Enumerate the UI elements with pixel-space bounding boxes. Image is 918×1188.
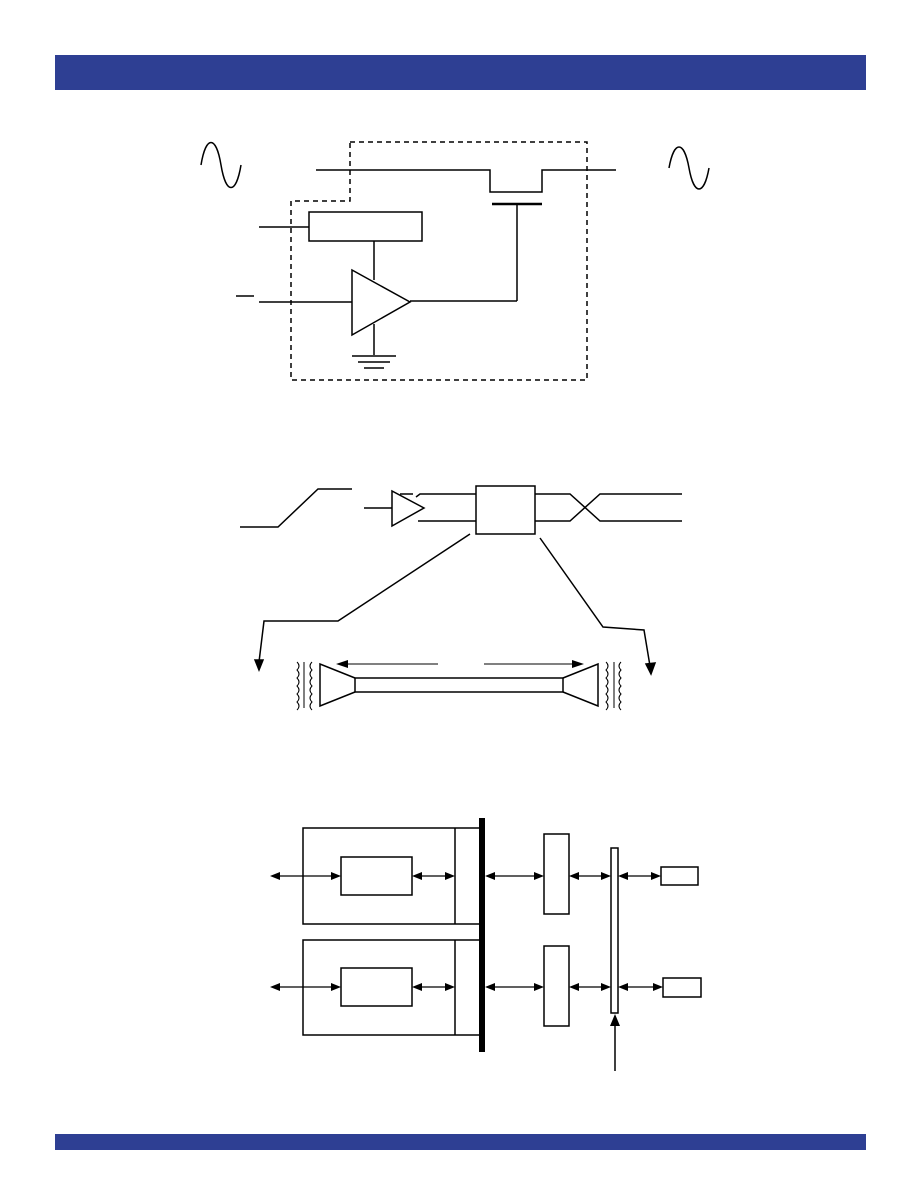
- row-2-arrowheads: [270, 983, 663, 991]
- cable-taper-right: [562, 662, 599, 708]
- endpoint-block-1: [660, 866, 699, 886]
- arrow-left-head: [253, 659, 265, 673]
- narrow-bus: [610, 847, 619, 1014]
- buffer-block-2: [543, 945, 570, 1027]
- control-block: [308, 211, 423, 242]
- exchange-box: [475, 485, 536, 535]
- input-sine-wave-icon: [200, 142, 242, 188]
- header-band: [55, 55, 866, 90]
- length-arrowhead-right: [572, 660, 584, 668]
- ramp-waveform: [240, 488, 352, 528]
- cable-body: [354, 677, 564, 693]
- crossover-bottom: [535, 493, 682, 522]
- callout-right: [539, 537, 651, 667]
- figure-1-switch-circuit: [200, 141, 710, 381]
- figure-3-system-block: [270, 818, 702, 1071]
- cable-taper-left: [319, 662, 356, 708]
- coil-right-outer: [618, 661, 622, 711]
- row-1-arrowheads: [270, 872, 661, 880]
- bus-pointer-head: [610, 1014, 620, 1026]
- callout-left: [258, 533, 471, 663]
- buffer-triangle: [391, 489, 426, 528]
- length-arrowhead-left: [336, 660, 348, 668]
- bus-line-top-left: [400, 493, 476, 498]
- footer-band: [55, 1134, 866, 1150]
- signal-path-left: [316, 169, 616, 193]
- figure-2-bus-exchange: [240, 485, 682, 711]
- amplifier-triangle: [351, 268, 412, 337]
- arrow-right-head: [644, 662, 657, 676]
- output-sine-wave-icon: [668, 146, 710, 190]
- coil-right-inner: [605, 661, 609, 711]
- coil-left-outer: [296, 661, 300, 711]
- endpoint-block-2: [662, 977, 702, 998]
- card-2-chip: [340, 967, 413, 1007]
- coil-left-inner: [309, 661, 313, 711]
- card-1-chip: [340, 856, 413, 896]
- dashed-enclosure: [290, 141, 588, 381]
- crossover-top: [535, 493, 682, 522]
- buffer-block-1: [543, 833, 570, 915]
